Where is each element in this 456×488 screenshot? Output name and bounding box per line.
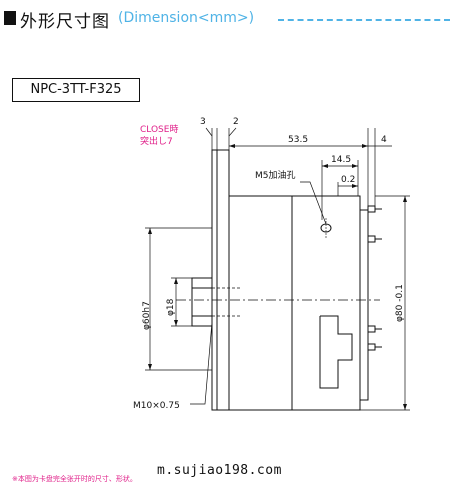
close-label-line1: CLOSE時 xyxy=(140,124,178,135)
m5-port-label: M5加油孔 xyxy=(255,169,296,181)
dim-2: 2 xyxy=(233,117,239,127)
pin-4 xyxy=(367,343,376,351)
header-block-icon xyxy=(4,11,16,25)
page-subtitle: (Dimension<mm>) xyxy=(118,10,255,26)
footer-note: ※本图为卡盘完全张开时的尺寸、形状。 xyxy=(12,475,137,483)
dim-4: 4 xyxy=(381,135,387,145)
dim-3: 3 xyxy=(200,117,206,127)
header-dash-line xyxy=(278,19,450,21)
thread-label: M10×0.75 xyxy=(133,401,180,411)
dim-0-2: 0.2 xyxy=(341,175,355,185)
page-title: 外形尺寸图 xyxy=(20,12,110,32)
dim-phi60: φ60h7 xyxy=(142,301,152,330)
boss xyxy=(191,277,213,327)
right-step xyxy=(360,209,369,401)
pin-1 xyxy=(367,205,376,213)
watermark-url: m.sujiao198.com xyxy=(157,463,282,478)
notch-block xyxy=(319,315,353,389)
pin-3 xyxy=(367,325,376,333)
model-label: NPC-3TT-F325 xyxy=(12,78,140,102)
dim-14-5: 14.5 xyxy=(331,155,351,165)
pin-2 xyxy=(367,235,376,243)
close-label-line2: 突出し7 xyxy=(140,135,173,147)
header: 外形尺寸图 (Dimension<mm>) xyxy=(0,0,456,40)
main-body xyxy=(228,195,361,411)
flange-plate-1 xyxy=(211,149,218,411)
flange-plate-2 xyxy=(216,149,230,411)
dim-phi80: φ80 -0.1 xyxy=(395,284,405,322)
dim-53-5: 53.5 xyxy=(288,135,308,145)
dim-phi18: φ18 xyxy=(166,298,176,316)
